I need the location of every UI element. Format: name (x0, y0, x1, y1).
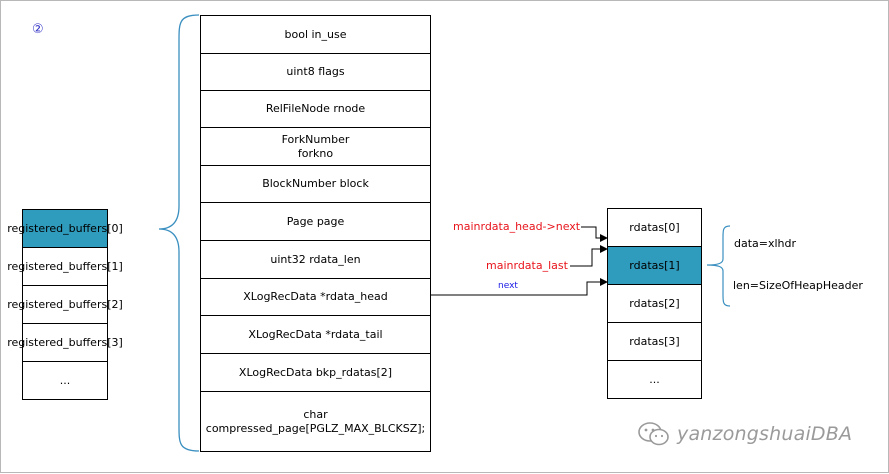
mainrdata-last-arrow (570, 245, 608, 267)
rdatas-cell-4: ... (607, 360, 702, 399)
len-note: len=SizeOfHeapHeader (733, 279, 863, 292)
struct-brace (158, 14, 200, 452)
struct-field-10: char compressed_page[PGLZ_MAX_BLCKSZ]; (200, 391, 431, 452)
struct-field-4: BlockNumber block (200, 165, 431, 203)
registered-buffers-cell-3: registered_buffers[3] (7, 323, 123, 362)
watermark: yanzongshuaiDBA (637, 421, 852, 447)
watermark-text: yanzongshuaiDBA (677, 423, 853, 445)
struct-field-9: XLogRecData bkp_rdatas[2] (200, 353, 431, 392)
rdatas-cell-3: rdatas[3] (607, 322, 702, 361)
struct-field-1: uint8 flags (200, 53, 431, 91)
step-marker: ② (32, 22, 44, 37)
struct-field-2: RelFileNode rnode (200, 90, 431, 128)
next-arrow (430, 278, 608, 296)
mainrdata-head-arrow (581, 226, 608, 242)
mainrdata-last-label: mainrdata_last (486, 259, 568, 272)
wechat-icon (638, 422, 669, 446)
next-label: next (498, 281, 518, 291)
struct-field-8: XLogRecData *rdata_tail (200, 315, 431, 354)
struct-field-3: ForkNumber forkno (200, 127, 431, 166)
rdatas-cell-0: rdatas[0] (607, 208, 702, 247)
registered-buffers-cell-2: registered_buffers[2] (7, 285, 123, 324)
registered-buffers-cell-0: registered_buffers[0] (7, 209, 123, 248)
struct-field-7: XLogRecData *rdata_head (200, 278, 431, 316)
struct-field-6: uint32 rdata_len (200, 240, 431, 279)
registered-buffers-cell-4: ... (22, 361, 108, 400)
mainrdata-head-label: mainrdata_head->next (453, 220, 581, 233)
rdatas1-brace (706, 225, 731, 307)
struct-field-0: bool in_use (200, 15, 431, 54)
data-note: data=xlhdr (734, 237, 797, 250)
